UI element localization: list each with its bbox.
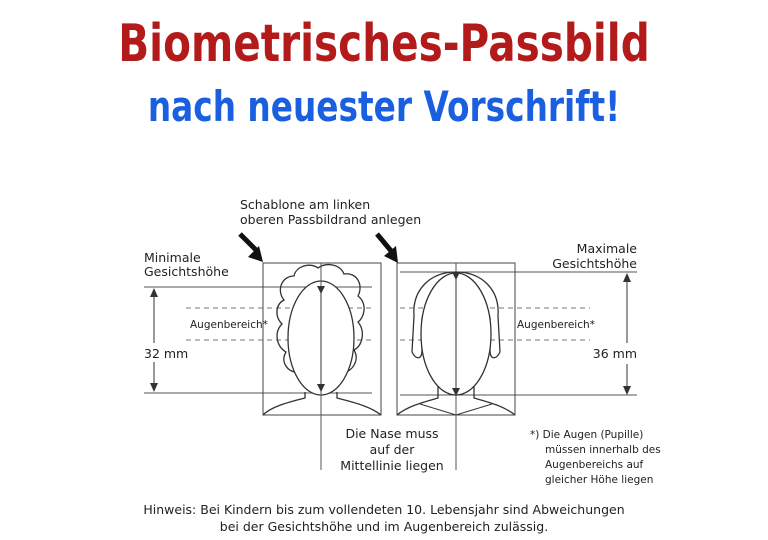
- eye-area-label-right: Augenbereich*: [517, 319, 595, 331]
- min-height-value: 32 mm: [144, 346, 188, 361]
- eyes-note-line3: Augenbereichs auf: [545, 459, 644, 471]
- min-height-label-line1: Minimale: [144, 250, 201, 265]
- template-arrow-left-icon: [238, 232, 263, 262]
- max-height-label-line1: Maximale: [577, 241, 638, 256]
- hint-line2: bei der Gesichtshöhe und im Augenbereich…: [219, 519, 549, 534]
- hint-line1: Hinweis: Bei Kindern bis zum vollendeten…: [143, 502, 625, 517]
- nose-note-line1: Die Nase muss: [345, 426, 438, 441]
- photo-frame-min: [262, 262, 382, 416]
- eyes-note-line2: müssen innerhalb des: [545, 444, 661, 456]
- eyes-note-line4: gleicher Höhe liegen: [545, 474, 653, 486]
- max-height-value: 36 mm: [593, 346, 637, 361]
- eyes-note-line1: *) Die Augen (Pupille): [530, 429, 643, 441]
- page-subtitle: nach neuester Vorschrift!: [147, 82, 621, 131]
- nose-note-line3: Mittellinie liegen: [340, 458, 443, 473]
- template-note-line2: oberen Passbildrand anlegen: [240, 212, 421, 227]
- max-height-label-line2: Gesichtshöhe: [552, 256, 637, 271]
- template-arrow-right-icon: [375, 232, 398, 263]
- nose-note-line2: auf der: [370, 442, 416, 457]
- page-title: Biometrisches-Passbild: [118, 14, 650, 74]
- eye-area-label-left: Augenbereich*: [190, 319, 268, 331]
- template-note-line1: Schablone am linken: [240, 197, 370, 212]
- min-height-label-line2: Gesichtshöhe: [144, 264, 229, 279]
